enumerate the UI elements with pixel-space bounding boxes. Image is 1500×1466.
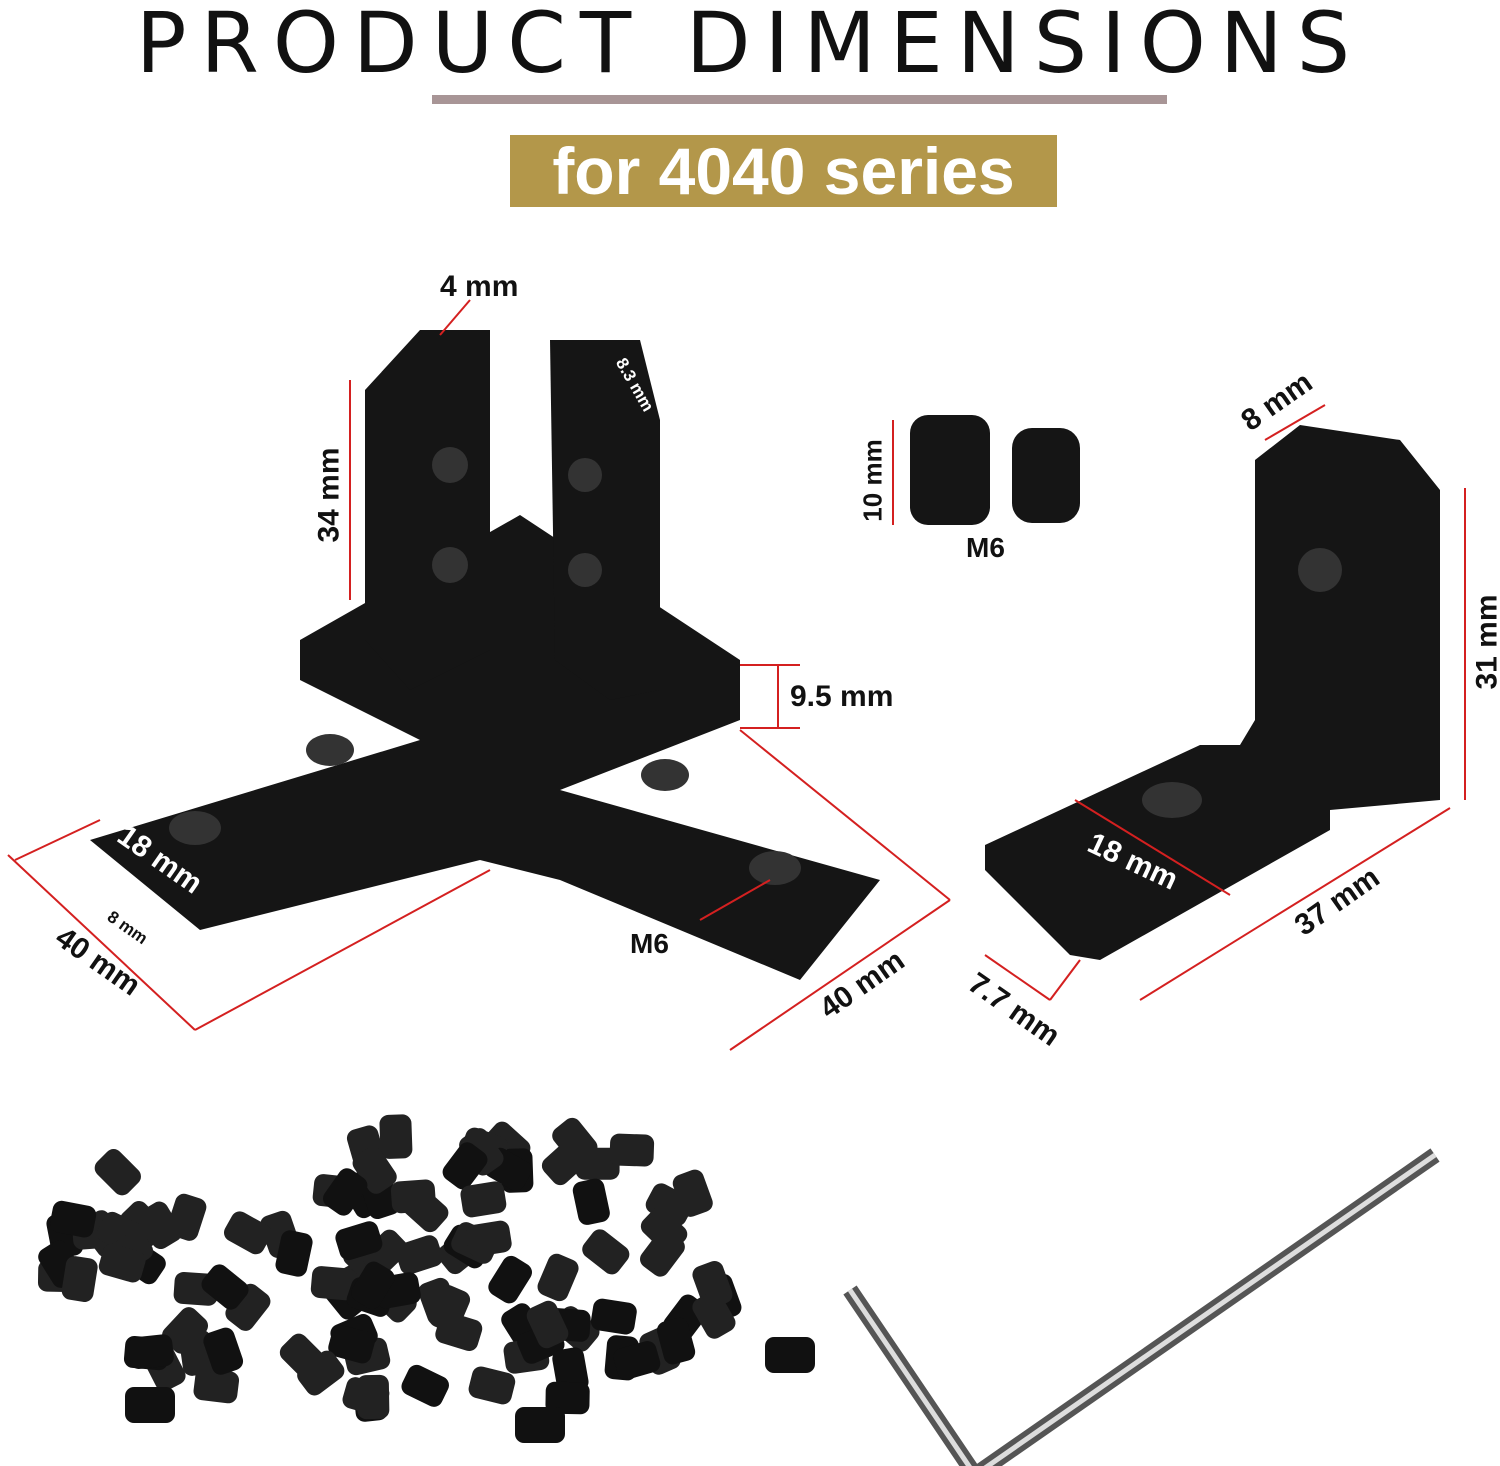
set-screw	[203, 1327, 244, 1375]
set-screw	[429, 1285, 471, 1333]
set-screw	[335, 1221, 383, 1261]
set-screw	[128, 1334, 174, 1369]
set-screw	[379, 1114, 413, 1159]
set-screw	[61, 1256, 98, 1302]
screw-thread-label: M6	[966, 532, 1005, 563]
dimension-lines	[7, 299, 1466, 1051]
thread-label: M6	[630, 928, 669, 959]
set-screw	[545, 1381, 590, 1415]
set-screw	[162, 1307, 209, 1354]
set-screw	[390, 1179, 436, 1214]
page-title: PRODUCT DIMENSIONS	[135, 0, 1365, 92]
title-divider	[432, 95, 1167, 104]
set-screw	[515, 1407, 565, 1443]
set-screw	[49, 1200, 97, 1238]
hex-key-icon	[843, 1148, 1440, 1466]
set-screw	[201, 1264, 249, 1310]
set-screw	[225, 1283, 271, 1331]
dim-l-height: 31 mm	[1470, 594, 1500, 690]
set-screw	[640, 1207, 688, 1254]
dim-slot-width: 4 mm	[440, 270, 519, 303]
set-screw	[552, 1117, 598, 1165]
set-screw	[552, 1347, 589, 1394]
screw-pile	[37, 1114, 815, 1443]
set-screw	[138, 1201, 182, 1250]
l-bracket	[985, 425, 1440, 960]
set-screw	[310, 1266, 356, 1301]
set-screw	[125, 1387, 175, 1423]
set-screw	[401, 1364, 449, 1407]
set-screw	[98, 1243, 146, 1283]
set-screw	[609, 1133, 655, 1167]
set-screw	[672, 1169, 713, 1217]
corner-bracket	[90, 330, 880, 980]
set-screw	[356, 1374, 390, 1420]
dim-upright-height: 34 mm	[312, 447, 346, 543]
set-screw	[656, 1317, 696, 1365]
set-screw	[465, 1220, 512, 1257]
set-screw	[193, 1368, 240, 1404]
dim-screw-length: 10 mm	[857, 439, 888, 522]
set-screw	[351, 1261, 395, 1310]
set-screw	[526, 1300, 569, 1349]
set-screw	[765, 1337, 815, 1373]
set-screw	[468, 1366, 516, 1405]
series-badge: for 4040 series	[510, 135, 1057, 207]
set-screw	[323, 1168, 368, 1216]
set-screw-pair	[910, 415, 1080, 525]
set-screw	[613, 1341, 661, 1380]
set-screw	[223, 1211, 272, 1255]
set-screw	[297, 1350, 345, 1396]
set-screw	[275, 1230, 313, 1277]
set-screw	[488, 1255, 532, 1304]
set-screw	[692, 1291, 736, 1339]
set-screw	[442, 1142, 488, 1190]
set-screw	[328, 1325, 375, 1364]
dim-base-thickness: 9.5 mm	[790, 680, 894, 713]
set-screw	[590, 1298, 637, 1335]
set-screw	[537, 1253, 579, 1302]
set-screw	[94, 1149, 141, 1196]
set-screw	[582, 1229, 630, 1275]
set-screw	[572, 1178, 610, 1225]
set-screw	[460, 1181, 507, 1218]
set-screw	[395, 1235, 443, 1275]
